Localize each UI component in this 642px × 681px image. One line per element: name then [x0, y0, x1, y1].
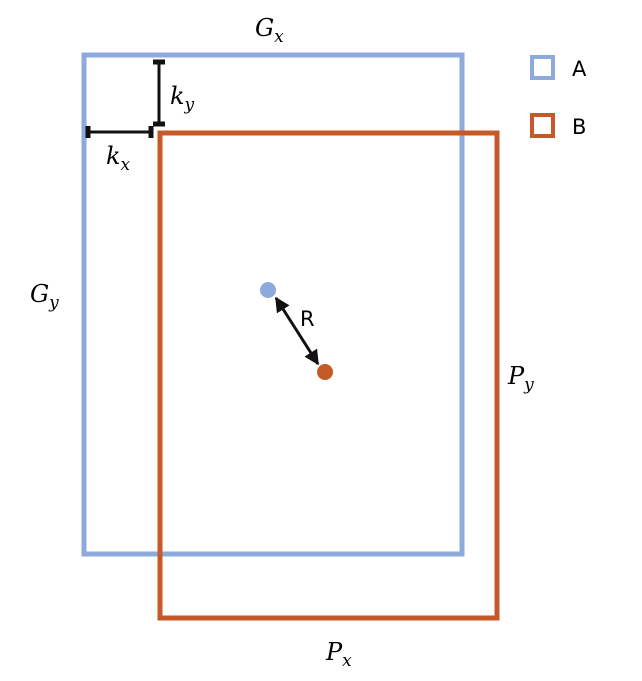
label-gx: Gx	[255, 14, 284, 47]
legend-swatch-b	[530, 113, 555, 138]
center-b-dot	[317, 364, 333, 380]
center-a-dot	[260, 282, 276, 298]
legend-label-b: B	[572, 115, 586, 139]
label-py: Py	[507, 362, 534, 395]
legend-label-a: A	[572, 57, 587, 81]
label-kx: kx	[106, 142, 131, 175]
label-px: Px	[325, 638, 352, 671]
distance-arrow	[274, 296, 320, 366]
legend-swatch-a	[530, 55, 555, 80]
label-r: R	[300, 307, 315, 331]
ky-dimension	[153, 59, 165, 127]
label-ky: ky	[170, 82, 195, 115]
box-a	[81, 52, 465, 557]
label-gy: Gy	[30, 280, 59, 313]
legend: A B	[530, 55, 587, 139]
kx-dimension	[85, 126, 154, 138]
box-b	[157, 130, 500, 621]
